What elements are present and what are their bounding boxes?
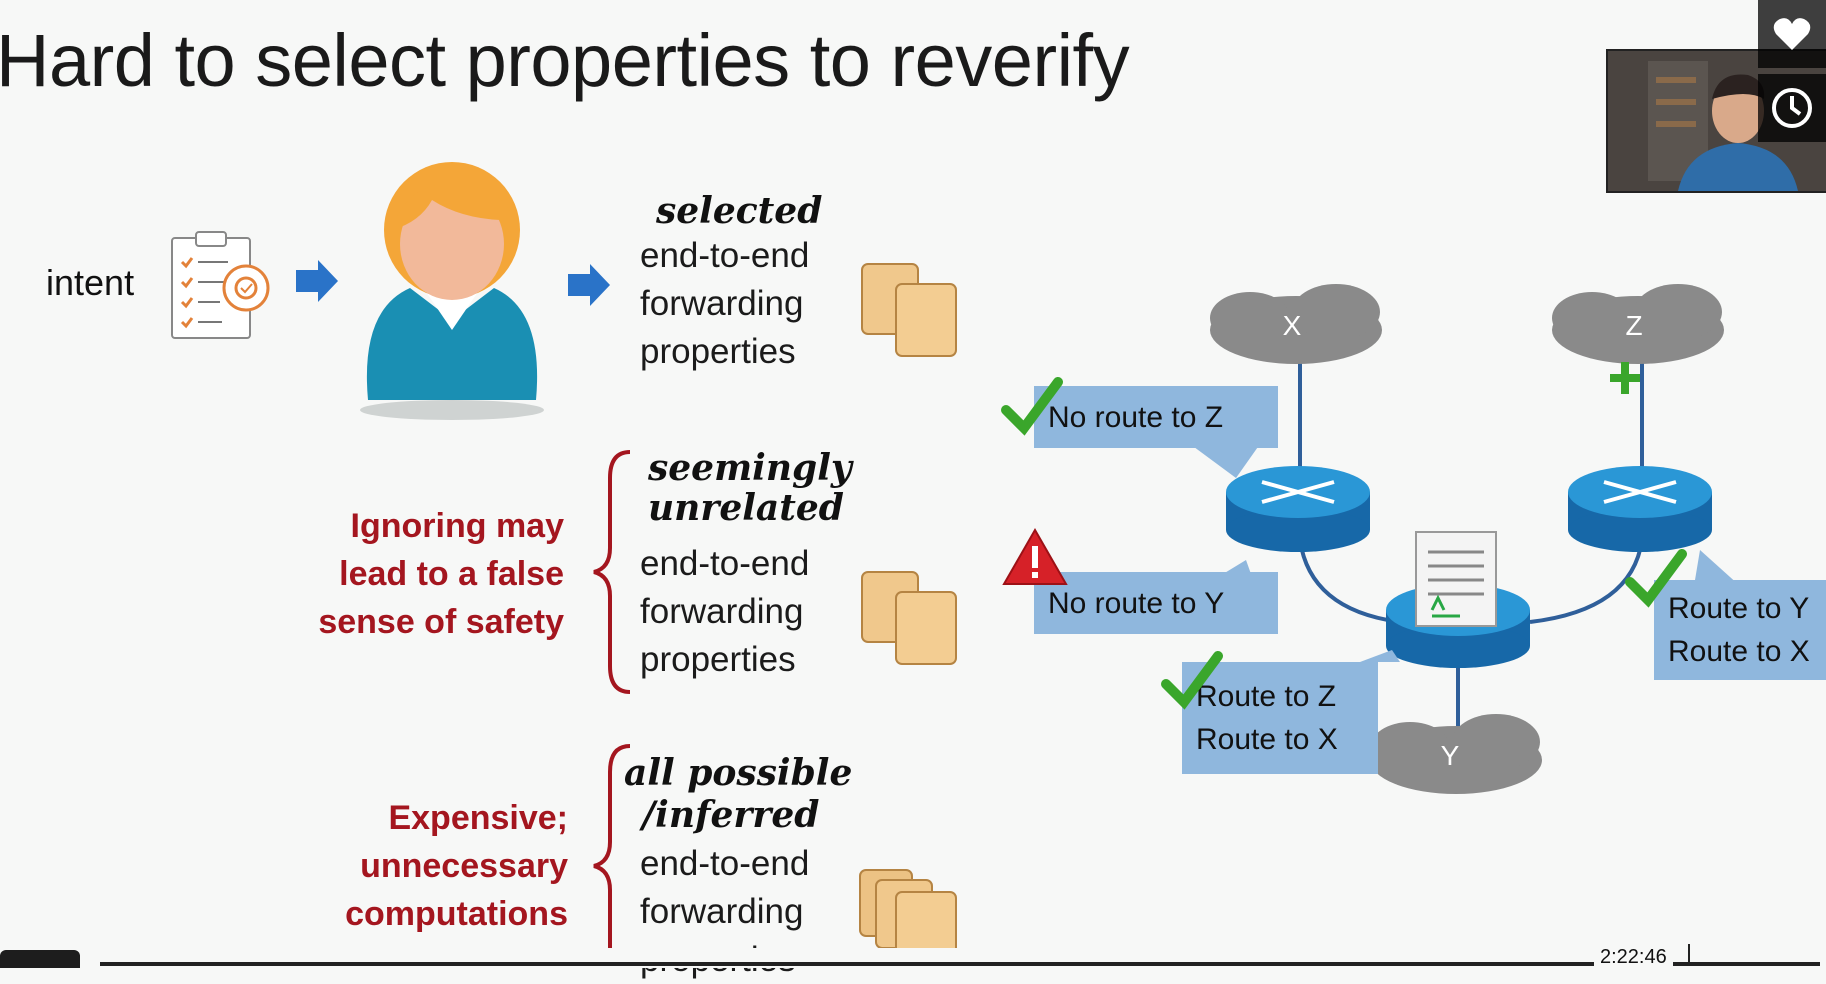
link-r2-r3: [1529, 539, 1644, 624]
row3-note-line-3: computations: [345, 895, 568, 933]
arrow-right-icon: [568, 264, 610, 306]
cloud-x: [1210, 284, 1382, 364]
scroll-icon: [861, 571, 957, 665]
row1-body: end-to-end forwarding properties: [640, 232, 809, 376]
callout-line: Route to Y: [1668, 592, 1810, 625]
callout-line: Route to X: [1196, 723, 1338, 756]
clock-icon: [1772, 88, 1812, 128]
plus-icon: [1610, 362, 1640, 394]
router-1: [1226, 466, 1370, 552]
scroll-stack-icon: [859, 869, 957, 963]
document-icon: [1415, 531, 1497, 627]
row3-line-2: forwarding: [640, 892, 804, 931]
row2-line-3: properties: [640, 640, 796, 679]
row3-note: Expensive; unnecessary computations: [300, 794, 568, 938]
webcam-person-image: [1608, 51, 1826, 191]
row3-note-line-2: unnecessary: [360, 847, 568, 885]
row2-note-line-1: Ignoring may: [350, 507, 564, 545]
cloud-y: [1370, 714, 1542, 794]
row2-heading: seemingly unrelated: [648, 448, 852, 528]
row2-body: end-to-end forwarding properties: [640, 540, 809, 684]
slide-title: Hard to select properties to reverify: [0, 19, 1130, 102]
player-button[interactable]: [0, 950, 80, 968]
webcam-thumbnail[interactable]: [1606, 49, 1826, 193]
row2-heading-line-2: unrelated: [648, 487, 844, 529]
intent-label: intent: [46, 262, 135, 303]
clipboard-gear-icon: [171, 231, 270, 339]
heart-icon: [1773, 18, 1811, 50]
row3-heading-line-1: all possible: [624, 752, 853, 794]
row3-note-line-1: Expensive;: [388, 799, 568, 837]
router-2: [1568, 466, 1712, 552]
brace-icon: [593, 744, 631, 968]
row2-line-1: end-to-end: [640, 544, 810, 583]
row1-line-3: properties: [640, 332, 796, 371]
callout-no-route-y: No route to Y: [1034, 572, 1278, 634]
row3-heading-line-2: /inferred: [642, 794, 820, 836]
row1-line-1: end-to-end: [640, 236, 810, 275]
callout-line: No route to Y: [1048, 586, 1225, 620]
timestamp: 2:22:46: [1594, 946, 1673, 969]
brace-icon: [593, 450, 631, 694]
person-icon: [360, 162, 544, 420]
watch-later-button[interactable]: [1758, 74, 1826, 142]
callout-route-y-x: Route to Y Route to X: [1654, 580, 1826, 680]
cloud-y-label: Y: [1440, 740, 1460, 771]
link-r1-r3: [1298, 539, 1401, 624]
row1-line-2: forwarding: [640, 284, 804, 323]
callout-line: No route to Z: [1048, 400, 1224, 434]
row3-heading: all possible /inferred: [624, 752, 852, 836]
cloud-x-label: X: [1282, 310, 1302, 341]
row1-heading: selected: [656, 190, 823, 232]
callout-line: Route to Z: [1196, 680, 1337, 713]
scroll-icon: [861, 263, 957, 357]
check-icon: [1161, 651, 1223, 710]
row2-note-line-3: sense of safety: [318, 603, 564, 641]
callout-line: Route to X: [1668, 635, 1810, 668]
row2-line-2: forwarding: [640, 592, 804, 631]
row2-note-line-2: lead to a false: [339, 555, 564, 593]
callout-no-route-z: No route to Z: [1034, 386, 1278, 448]
warning-icon: [1002, 527, 1068, 585]
progress-bar[interactable]: [100, 962, 1820, 966]
row2-note: Ignoring may lead to a false sense of sa…: [300, 502, 564, 646]
arrow-right-icon: [296, 260, 338, 302]
cloud-z: [1552, 284, 1724, 364]
row3-line-1: end-to-end: [640, 844, 810, 883]
progress-marker: [1688, 944, 1690, 966]
network-diagram: [1190, 284, 1740, 794]
check-icon: [1001, 377, 1063, 436]
callout-route-z-x: Route to Z Route to X: [1182, 662, 1378, 774]
check-icon: [1625, 549, 1687, 608]
like-button[interactable]: [1758, 0, 1826, 68]
row2-heading-line-1: seemingly: [648, 447, 852, 489]
cloud-z-label: Z: [1625, 310, 1643, 341]
